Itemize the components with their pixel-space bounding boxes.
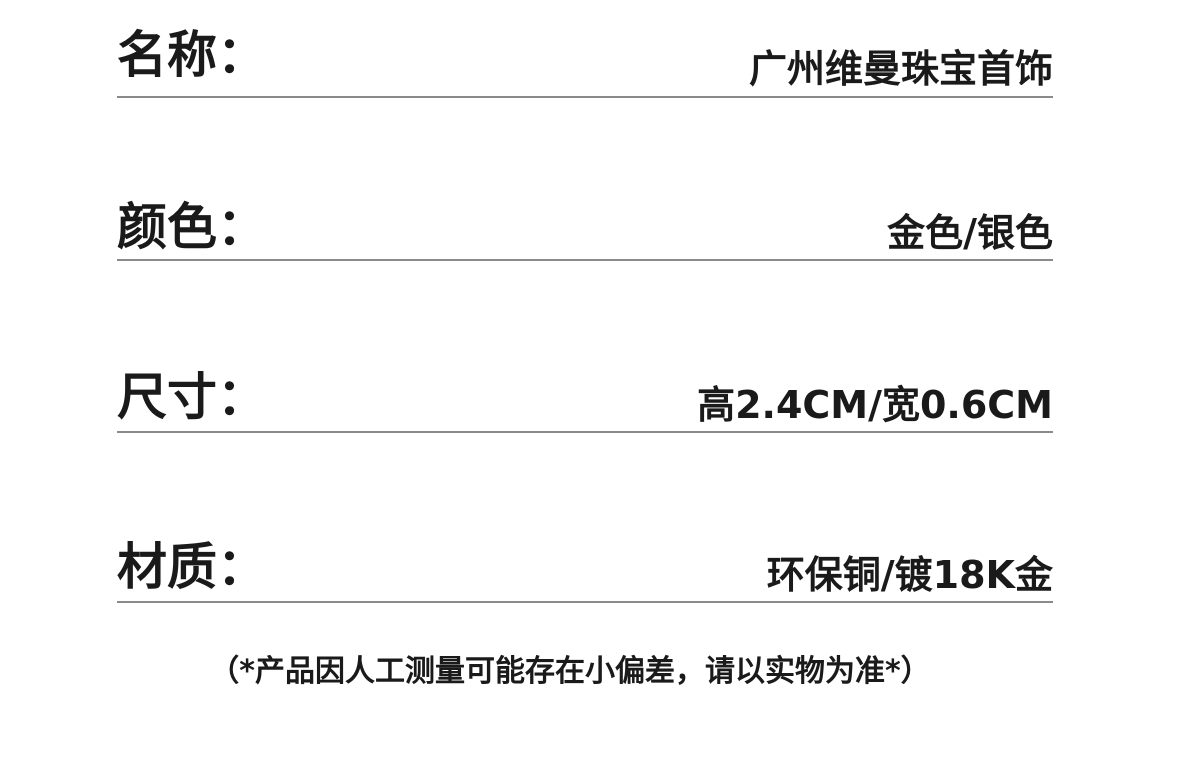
spec-label-name: 名称： <box>117 26 267 84</box>
spec-row-size: 尺寸： 高2.4CM/宽0.6CM <box>117 320 1053 433</box>
spec-value-color: 金色/银色 <box>887 211 1053 255</box>
spec-label-color: 颜色： <box>117 198 267 256</box>
spec-value-name: 广州维曼珠宝首饰 <box>748 47 1053 91</box>
spec-value-size: 高2.4CM/宽0.6CM <box>697 383 1053 427</box>
spec-value-material: 环保铜/镀18K金 <box>766 553 1053 597</box>
spec-label-material: 材质： <box>117 538 267 596</box>
spec-row-color: 颜色： 金色/银色 <box>117 150 1053 261</box>
spec-row-material: 材质： 环保铜/镀18K金 <box>117 490 1053 603</box>
spec-label-size: 尺寸： <box>117 368 267 426</box>
measurement-disclaimer: （*产品因人工测量可能存在小偏差，请以实物为准*） <box>209 654 931 689</box>
spec-row-name: 名称： 广州维曼珠宝首饰 <box>117 0 1053 98</box>
